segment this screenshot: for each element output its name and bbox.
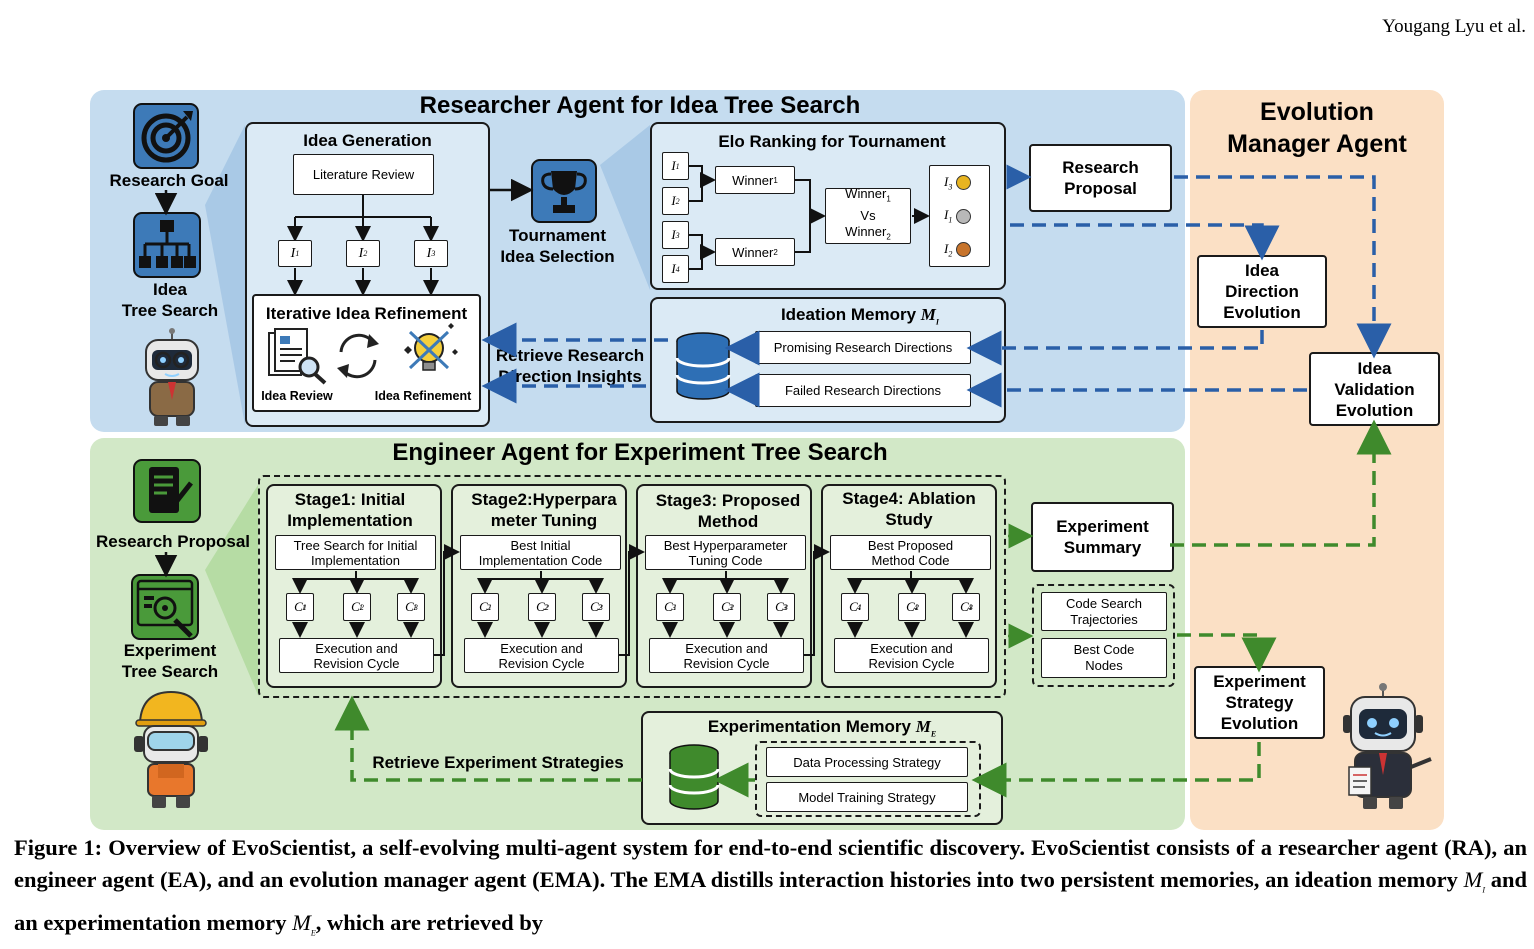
author-header: Yougang Lyu et al. [1382,16,1526,37]
experiment-tree-search-label: Experiment Tree Search [100,640,240,682]
researcher-title: Researcher Agent for Idea Tree Search [419,92,861,119]
target-icon [133,103,199,169]
model-training-strategy-box: Model Training Strategy [766,782,968,812]
experimentation-database-icon [668,744,720,810]
document-search-icon [268,328,327,385]
idea-tree-line1: Idea [152,280,188,299]
experiment-tree-line1: Experiment [123,641,217,660]
idea-generation-arrows [287,195,439,296]
retrieve-direction-insights-label: Retrieve Research Direction Insights [490,345,650,387]
elo-ranking-title: Elo Ranking for Tournament [718,132,946,151]
retrieve-experiment-strategies-label: Retrieve Experiment Strategies [372,753,624,772]
winner-vs-box: Winner1 Vs Winner2 [825,186,911,244]
promising-directions-box: Promising Research Directions [755,331,971,364]
stage-arrow [719,571,735,594]
literature-review-box: Literature Review [293,154,434,195]
gold-medal-icon [955,175,971,191]
lightbulb-icon [404,323,458,371]
research-proposal-label: Research Proposal [95,532,250,551]
evolution-title: Evolution Manager Agent [1190,96,1444,160]
ranking-box: I3 I1 I2 [929,165,990,267]
tournament-line2: Idea Selection [500,247,615,266]
stage-arrow [534,571,550,594]
stage-arrow [904,571,920,594]
stage-arrow [804,544,830,656]
experimentation-memory-title: Experimentation Memory ME [707,717,937,739]
silver-medal-icon [955,208,971,224]
proposal-document-icon [133,459,201,523]
flow-arrows [154,164,1392,798]
bronze-medal-icon [955,242,971,258]
stages-container [258,475,1006,698]
hierarchy-icon [133,212,201,278]
idea-review-label: Idea Review [261,389,333,403]
idea-refinement-label: Idea Refinement [374,389,472,403]
idea-generation-title: Idea Generation [303,131,432,150]
idea-tree-search-label: Idea Tree Search [100,279,240,321]
engineer-title: Engineer Agent for Experiment Tree Searc… [392,439,888,466]
experiment-settings-icon [131,574,199,640]
manager-robot-icon [1343,683,1432,809]
ideation-memory-title: Ideation Memory MI [780,305,940,327]
failed-directions-box: Failed Research Directions [755,374,971,407]
stage-arrows [292,544,974,656]
elo-arrows [688,165,930,270]
idea-tree-line2: Tree Search [121,301,219,320]
figure-caption: Figure 1: Overview of EvoScientist, a se… [14,835,1528,937]
refresh-cycle-icon [337,333,379,379]
stage-arrow [619,544,645,656]
funnel-shapes [205,125,650,695]
data-processing-strategy-box: Data Processing Strategy [766,747,968,777]
retrieve-line2: Direction Insights [498,367,642,386]
iterative-refinement-title: Iterative Idea Refinement [265,304,468,323]
research-goal-label: Research Goal [109,171,229,190]
tournament-line1: Tournament [509,226,606,245]
researcher-robot-icon [145,328,199,426]
retrieve-line1: Retrieve Research [495,346,645,365]
experiment-tree-line2: Tree Search [121,662,219,681]
stage-arrow [434,544,460,656]
tournament-label: Tournament Idea Selection [490,225,625,267]
evolution-title-line1: Evolution [1260,98,1374,126]
stage-arrow [349,571,365,594]
engineer-robot-icon [134,690,208,808]
evolution-title-line2: Manager Agent [1227,130,1407,158]
